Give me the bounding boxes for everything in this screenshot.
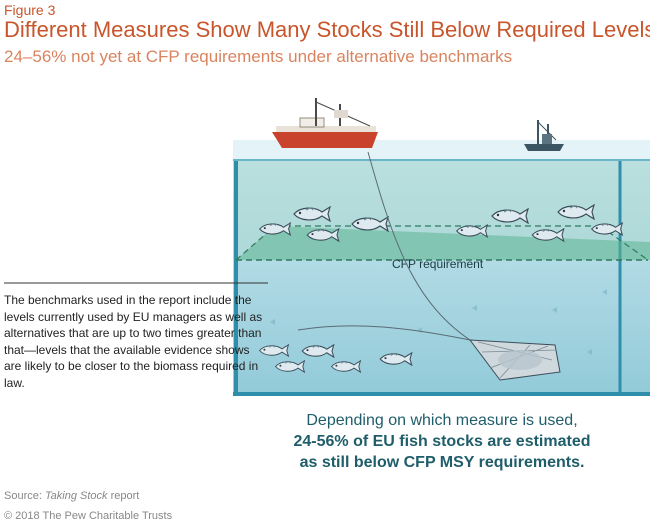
key-finding-caption: Depending on which measure is used, 24-5… [262, 410, 622, 473]
source-prefix: Source: [4, 490, 45, 502]
trawler-boat [272, 98, 378, 148]
fish-below-threshold [258, 289, 607, 373]
source-credit: Source: Taking Stock report [4, 490, 139, 502]
distant-boat [524, 120, 564, 151]
source-suffix: report [107, 490, 140, 502]
source-report-name: Taking Stock [44, 490, 108, 502]
page-title: Different Measures Show Many Stocks Stil… [4, 17, 650, 42]
caption-line-1: Depending on which measure is used, [306, 412, 578, 429]
cfp-threshold-band: CFP requirement [235, 225, 650, 271]
trawl-net [297, 151, 561, 381]
caption-line-3: as still below CFP MSY requirements. [299, 454, 585, 471]
benchmark-note: The benchmarks used in the report includ… [4, 293, 263, 390]
caption-line-2: 24-56% of EU fish stocks are estimated [293, 433, 591, 450]
cfp-requirement-label: CFP requirement [392, 257, 484, 271]
page-subtitle: 24–56% not yet at CFP requirements under… [4, 47, 513, 66]
figure-label: Figure 3 [4, 2, 56, 18]
copyright: © 2018 The Pew Charitable Trusts [4, 510, 173, 522]
water-body [233, 159, 650, 396]
